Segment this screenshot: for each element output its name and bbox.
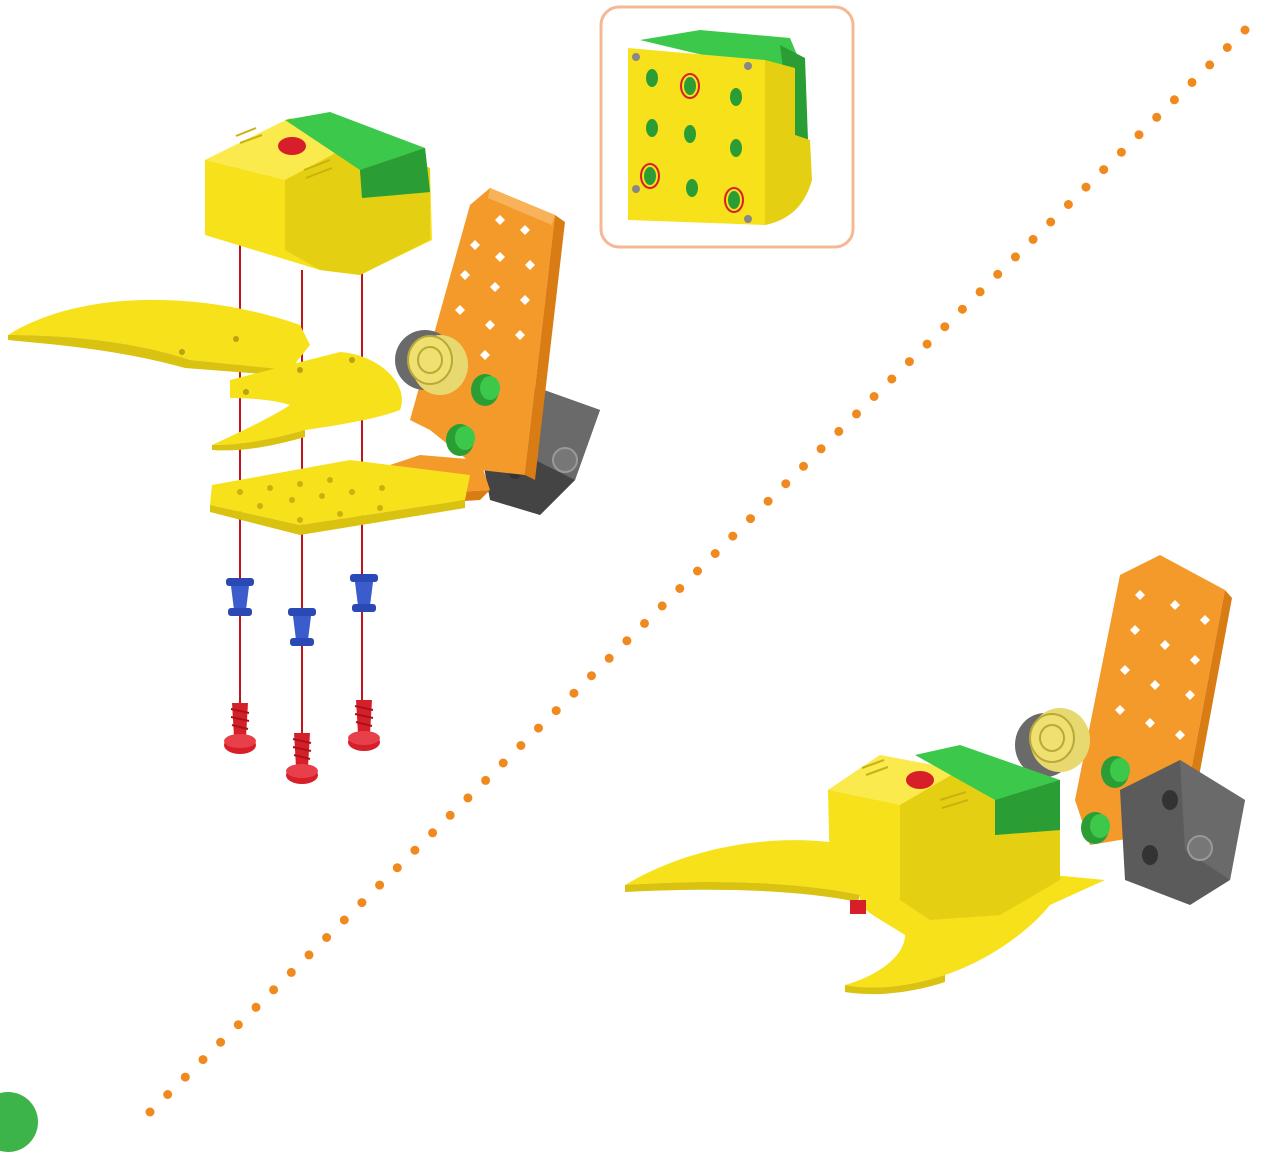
- divider-dot: [357, 898, 366, 907]
- divider-dot: [781, 479, 790, 488]
- divider-dot: [393, 863, 402, 872]
- divider-dot: [534, 724, 543, 733]
- base-plate: [210, 460, 470, 535]
- divider-dot: [569, 689, 578, 698]
- sensor: [1015, 708, 1090, 777]
- detail-inset: [601, 7, 853, 247]
- divider-dot: [1152, 113, 1161, 122]
- divider-dot: [446, 811, 455, 820]
- blue-spacer: [350, 574, 378, 612]
- divider-dot: [305, 950, 314, 959]
- divider-dot: [1117, 148, 1126, 157]
- divider-dot: [834, 427, 843, 436]
- divider-dot: [216, 1038, 225, 1047]
- divider-dot: [322, 933, 331, 942]
- divider-dot: [1135, 130, 1144, 139]
- assembly-diagram: [0, 0, 1266, 1125]
- divider-dot: [887, 375, 896, 384]
- divider-dot: [163, 1090, 172, 1099]
- divider-dot: [764, 497, 773, 506]
- blue-spacer: [288, 608, 316, 646]
- divider-dot: [287, 968, 296, 977]
- divider-dot: [499, 759, 508, 768]
- red-screw: [224, 703, 256, 754]
- red-screw: [348, 700, 380, 751]
- divider-dot: [622, 636, 631, 645]
- assembled-view: [625, 555, 1245, 994]
- divider-dot: [817, 444, 826, 453]
- divider-dot: [658, 601, 667, 610]
- divider-dot: [428, 828, 437, 837]
- grey-block: [1120, 760, 1245, 905]
- exploded-view: [8, 112, 600, 784]
- divider-dot: [1205, 60, 1214, 69]
- divider-dot: [993, 270, 1002, 279]
- divider-dot: [940, 322, 949, 331]
- divider-dot: [1029, 235, 1038, 244]
- divider-dot: [234, 1020, 243, 1029]
- divider-dot: [146, 1108, 155, 1117]
- divider-dot: [516, 741, 525, 750]
- divider-dot: [1046, 218, 1055, 227]
- divider-dot: [923, 340, 932, 349]
- divider-dot: [340, 916, 349, 925]
- divider-dot: [410, 846, 419, 855]
- divider-dot: [905, 357, 914, 366]
- divider-dot: [252, 1003, 261, 1012]
- blue-spacer: [226, 578, 254, 616]
- divider-dot: [375, 881, 384, 890]
- divider-dot: [675, 584, 684, 593]
- divider-dot: [481, 776, 490, 785]
- divider-dot: [1241, 26, 1250, 35]
- divider-dot: [605, 654, 614, 663]
- divider-dot: [1170, 95, 1179, 104]
- divider-dot: [269, 985, 278, 994]
- divider-dot: [799, 462, 808, 471]
- divider-dot: [463, 793, 472, 802]
- divider-dot: [1082, 183, 1091, 192]
- divider-dot: [693, 567, 702, 576]
- divider-dot: [870, 392, 879, 401]
- divider-dot: [1223, 43, 1232, 52]
- divider-dot: [587, 671, 596, 680]
- divider-dot: [852, 409, 861, 418]
- claw-left: [8, 300, 310, 376]
- divider-dot: [958, 305, 967, 314]
- divider-dot: [728, 532, 737, 541]
- inset-housing-face: [628, 30, 812, 225]
- divider-dot: [711, 549, 720, 558]
- divider-dot: [199, 1055, 208, 1064]
- divider-dot: [1188, 78, 1197, 87]
- divider-dot: [1064, 200, 1073, 209]
- divider-dot: [552, 706, 561, 715]
- divider-dot: [181, 1073, 190, 1082]
- divider-dot: [640, 619, 649, 628]
- divider-dot: [1011, 252, 1020, 261]
- divider-dot: [746, 514, 755, 523]
- red-screw: [286, 733, 318, 784]
- divider-dot: [1099, 165, 1108, 174]
- divider-dot: [976, 287, 985, 296]
